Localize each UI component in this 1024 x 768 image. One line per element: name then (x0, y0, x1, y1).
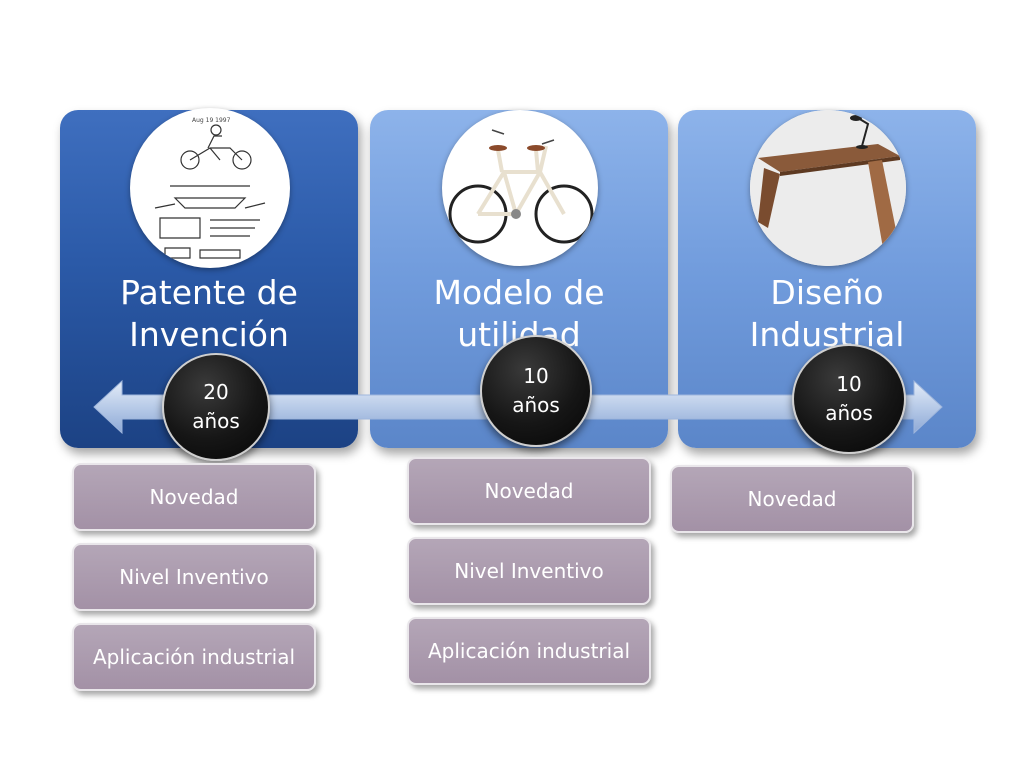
duration-unit: años (512, 393, 560, 417)
title-patente-invencion: Patente de Invención (60, 272, 358, 356)
duration-unit: años (192, 409, 240, 433)
duration-badge-modelo: 10 años (480, 335, 592, 447)
title-line: Invención (129, 315, 289, 354)
requirement-nivel-inventivo-patente: Nivel Inventivo (72, 543, 316, 611)
requirement-nivel-inventivo-modelo: Nivel Inventivo (407, 537, 651, 605)
requirement-novedad-patente: Novedad (72, 463, 316, 531)
title-line: Patente de (120, 273, 298, 312)
duration-badge-patente: 20 años (162, 353, 270, 461)
title-modelo-utilidad: Modelo de utilidad (370, 272, 668, 356)
title-line: Modelo de (433, 273, 605, 312)
duration-number: 10 (836, 372, 862, 396)
requirement-aplicacion-industrial-patente: Aplicación industrial (72, 623, 316, 691)
tandem-bicycle-image (442, 110, 598, 266)
duration-unit: años (825, 401, 873, 425)
requirement-novedad-modelo: Novedad (407, 457, 651, 525)
requirement-aplicacion-industrial-modelo: Aplicación industrial (407, 617, 651, 685)
duration-number: 20 (203, 380, 229, 404)
title-line: Diseño (770, 273, 884, 312)
duration-number: 10 (523, 364, 549, 388)
svg-text:Aug 19 1997: Aug 19 1997 (192, 117, 231, 124)
wooden-desk-image (750, 110, 906, 266)
patent-drawing-image: Aug 19 1997 (130, 108, 290, 268)
requirement-novedad-diseno: Novedad (670, 465, 914, 533)
title-diseno-industrial: Diseño Industrial (678, 272, 976, 356)
duration-badge-diseno: 10 años (792, 344, 906, 454)
